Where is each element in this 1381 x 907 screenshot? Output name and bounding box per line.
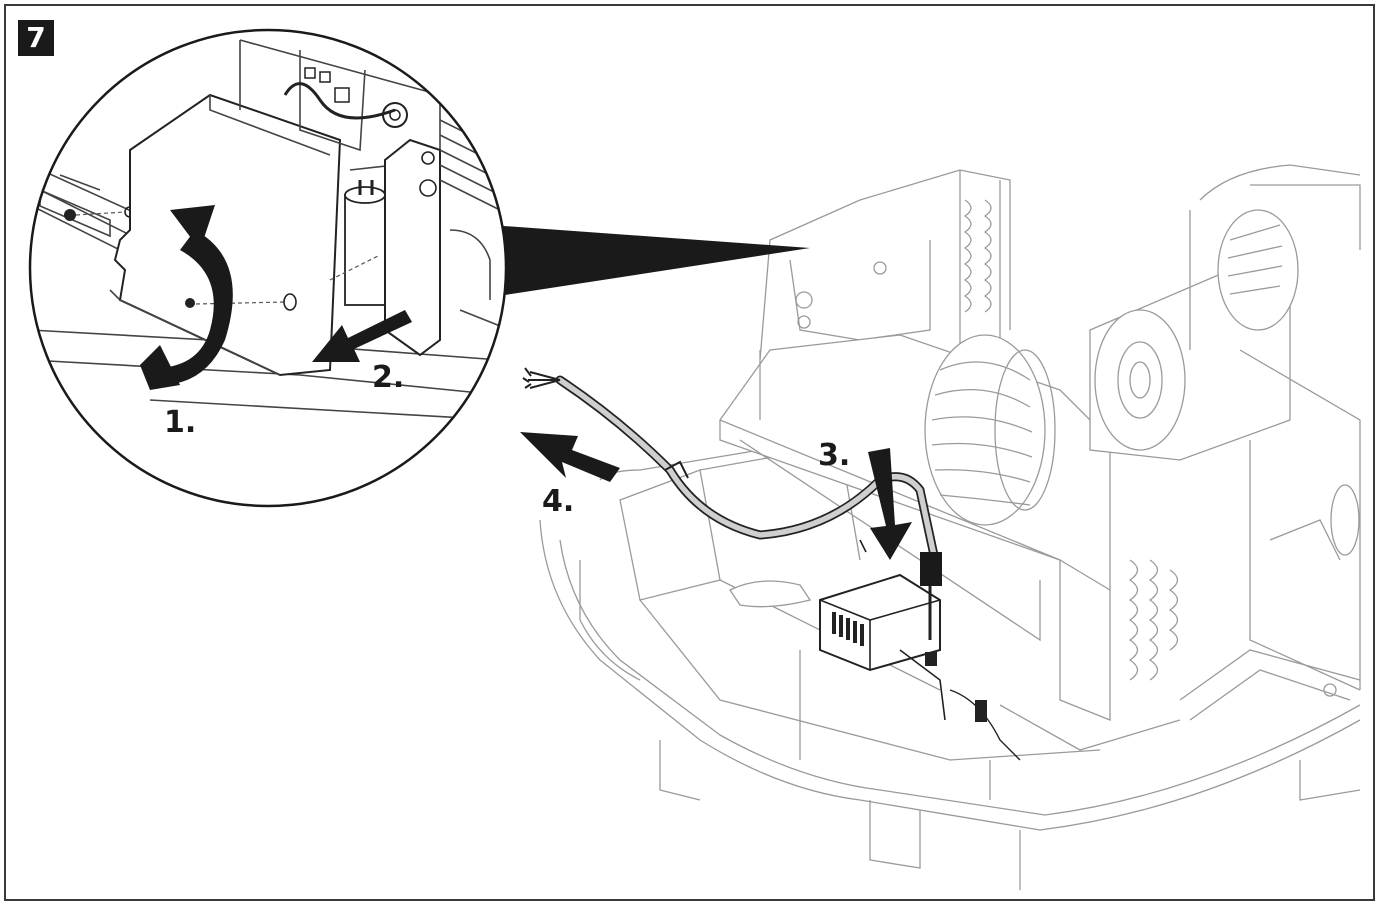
ac-unit-drawing <box>539 164 1361 890</box>
callout-pointer <box>490 225 810 295</box>
pull-arrow-step-4 <box>520 432 620 482</box>
step-number-badge: 7 <box>18 20 54 56</box>
step-label-3: 3. <box>818 438 851 473</box>
detail-magnifier <box>28 28 508 508</box>
step-label-4: 4. <box>542 484 575 519</box>
step-label-1: 1. <box>164 405 197 440</box>
pump-module <box>729 573 1021 761</box>
rotate-arrow-step-1 <box>140 205 233 390</box>
step-label-2: 2. <box>372 360 405 395</box>
pump-vent-slots <box>832 612 864 646</box>
figure-frame <box>4 4 1375 901</box>
push-arrow-step-3 <box>868 448 912 560</box>
slide-arrow-step-2 <box>312 310 412 362</box>
